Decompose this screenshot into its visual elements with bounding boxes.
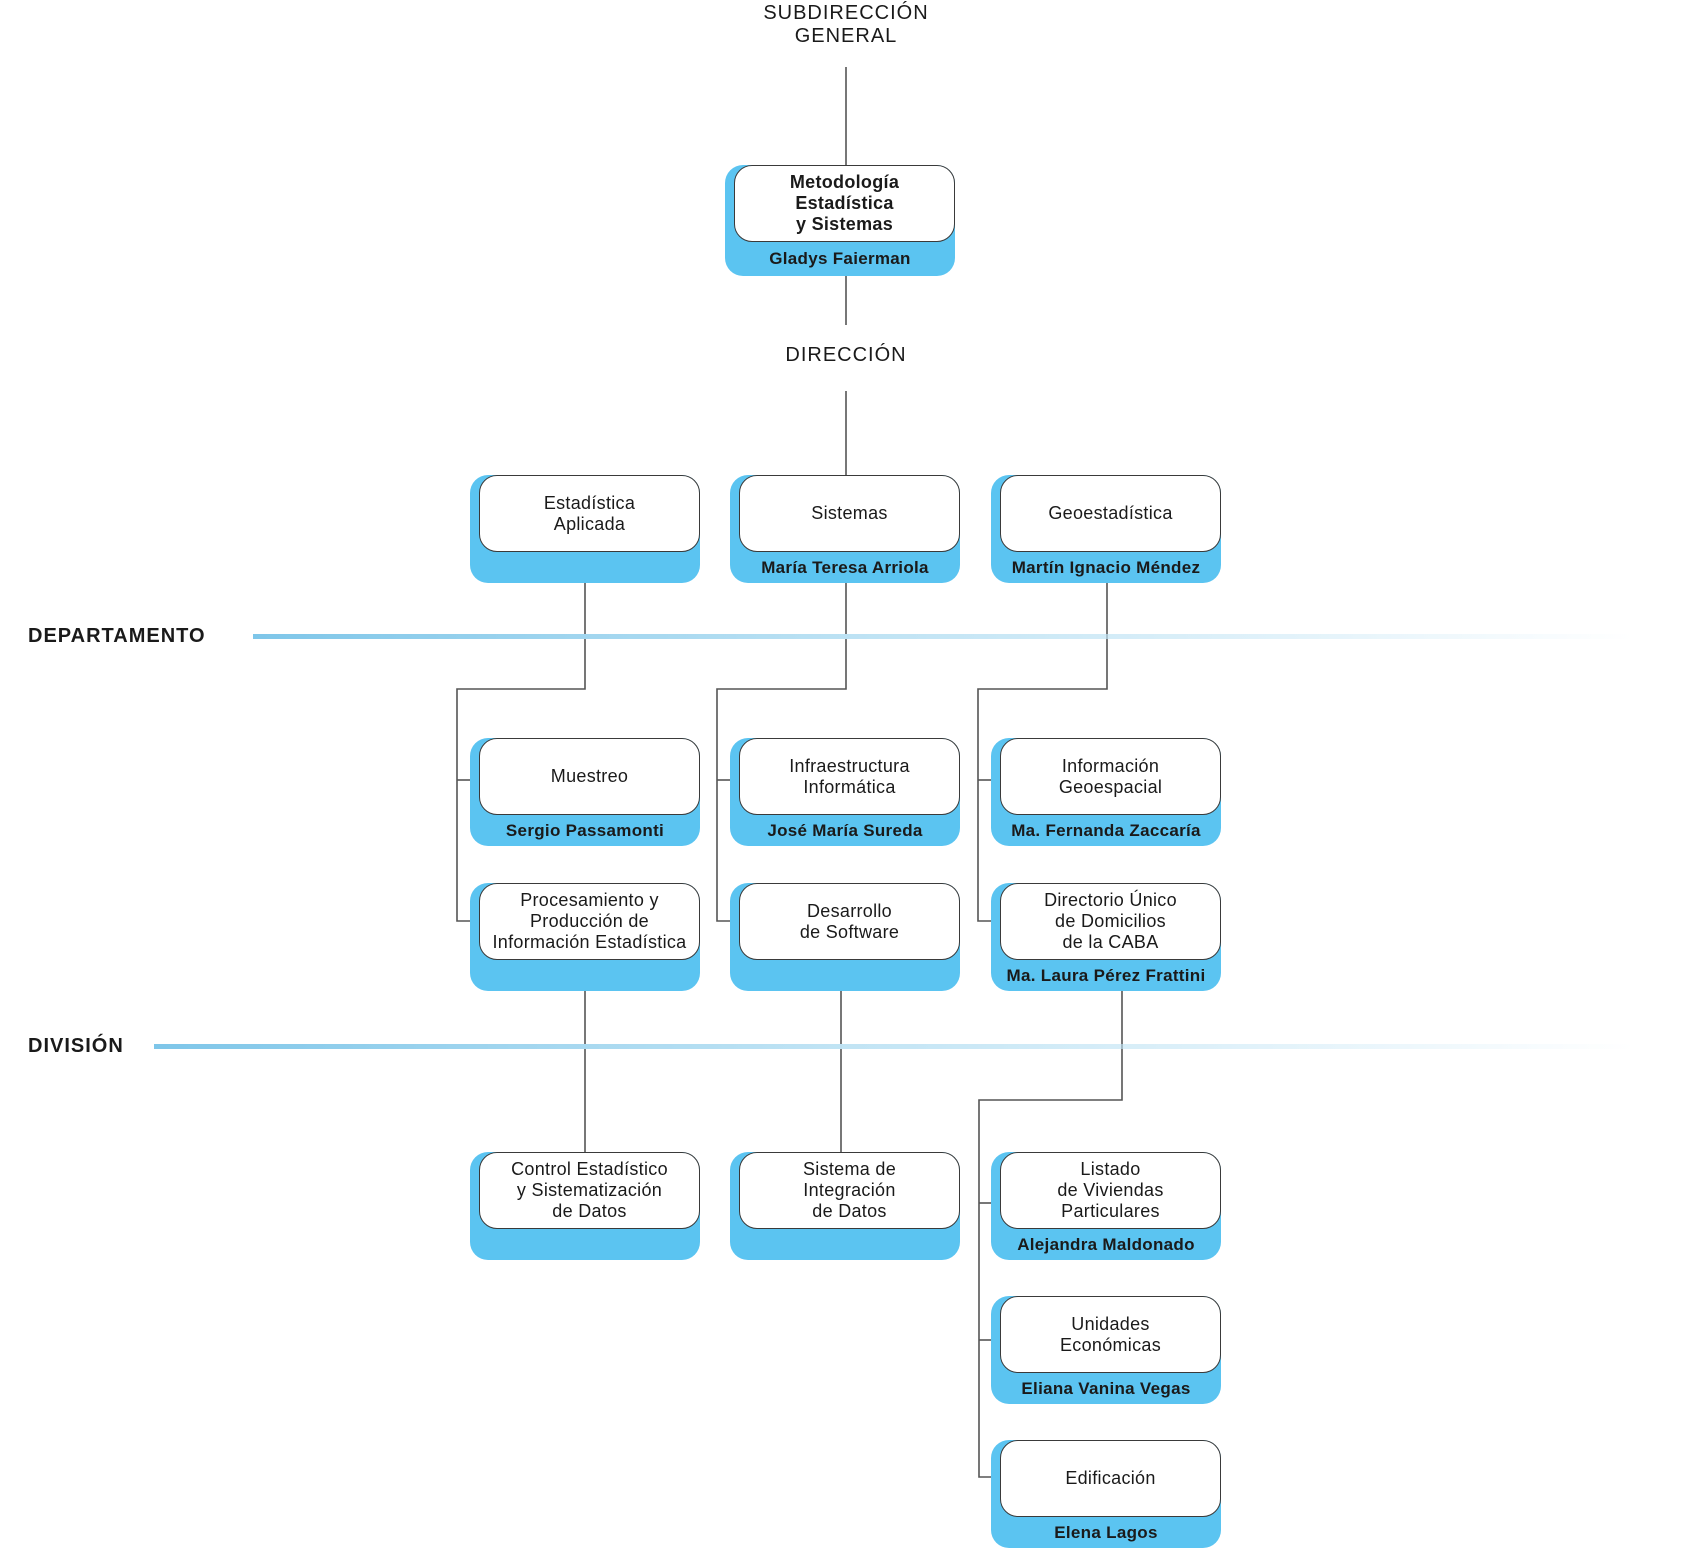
node-title: Sistema de Integración de Datos <box>739 1152 960 1229</box>
node-person: Ma. Fernanda Zaccaría <box>1011 821 1201 840</box>
node-listado-viviendas: Listado de Viviendas Particulares Alejan… <box>991 1152 1221 1260</box>
node-title: Infraestructura Informática <box>739 738 960 815</box>
node-person: Alejandra Maldonado <box>1017 1235 1195 1254</box>
band-label-division: DIVISIÓN <box>28 1035 124 1057</box>
node-edificacion: Edificación Elena Lagos <box>991 1440 1221 1548</box>
node-sistemas: Sistemas María Teresa Arriola <box>730 475 960 583</box>
node-title: Listado de Viviendas Particulares <box>1000 1152 1221 1229</box>
node-person: Elena Lagos <box>1054 1523 1158 1542</box>
node-person: Sergio Passamonti <box>505 821 665 840</box>
node-person: Gladys Faierman <box>769 249 911 268</box>
level-direccion: DIRECCIÓN <box>785 344 907 366</box>
node-control-estadistico: Control Estadístico y Sistematización de… <box>470 1152 700 1260</box>
node-title: Sistemas <box>739 475 960 552</box>
node-person: Martín Ignacio Méndez <box>1011 558 1201 577</box>
node-title: Procesamiento y Producción de Informació… <box>479 883 700 960</box>
node-title: Muestreo <box>479 738 700 815</box>
node-title: Geoestadística <box>1000 475 1221 552</box>
node-unidades-economicas: Unidades Económicas Eliana Vanina Vegas <box>991 1296 1221 1404</box>
node-infraestructura-informatica: Infraestructura Informática José María S… <box>730 738 960 846</box>
node-person: Ma. Laura Pérez Frattini <box>1006 966 1206 985</box>
connector-directorio-children <box>978 991 1123 1478</box>
node-title: Metodología Estadística y Sistemas <box>734 165 955 242</box>
band-line-division <box>154 1044 1634 1049</box>
node-estadistica-aplicada: Estadística Aplicada <box>470 475 700 583</box>
level-subdireccion-general: SUBDIRECCIÓN GENERAL <box>763 2 929 47</box>
node-directorio-unico-domicilios: Directorio Único de Domicilios de la CAB… <box>991 883 1221 991</box>
node-procesamiento-produccion: Procesamiento y Producción de Informació… <box>470 883 700 991</box>
band-label-departamento: DEPARTAMENTO <box>28 625 206 647</box>
node-title: Directorio Único de Domicilios de la CAB… <box>1000 883 1221 960</box>
node-title: Unidades Económicas <box>1000 1296 1221 1373</box>
node-title: Control Estadístico y Sistematización de… <box>479 1152 700 1229</box>
node-title: Edificación <box>1000 1440 1221 1517</box>
node-person: Eliana Vanina Vegas <box>1021 1379 1191 1398</box>
node-title: Información Geoespacial <box>1000 738 1221 815</box>
node-person: José María Sureda <box>767 821 923 840</box>
node-geoestadistica: Geoestadística Martín Ignacio Méndez <box>991 475 1221 583</box>
node-person: María Teresa Arriola <box>761 558 929 577</box>
node-title: Desarrollo de Software <box>739 883 960 960</box>
node-sistema-integracion-datos: Sistema de Integración de Datos <box>730 1152 960 1260</box>
band-line-departamento <box>253 634 1633 639</box>
connector-geoestadistica-children <box>977 583 1108 922</box>
connector-estadistica-aplicada-children <box>456 583 586 922</box>
connector-sistemas-children <box>716 583 847 922</box>
node-informacion-geoespacial: Información Geoespacial Ma. Fernanda Zac… <box>991 738 1221 846</box>
node-metodologia-estadistica-sistemas: Metodología Estadística y Sistemas Glady… <box>725 165 955 276</box>
node-title: Estadística Aplicada <box>479 475 700 552</box>
node-muestreo: Muestreo Sergio Passamonti <box>470 738 700 846</box>
node-desarrollo-software: Desarrollo de Software <box>730 883 960 991</box>
